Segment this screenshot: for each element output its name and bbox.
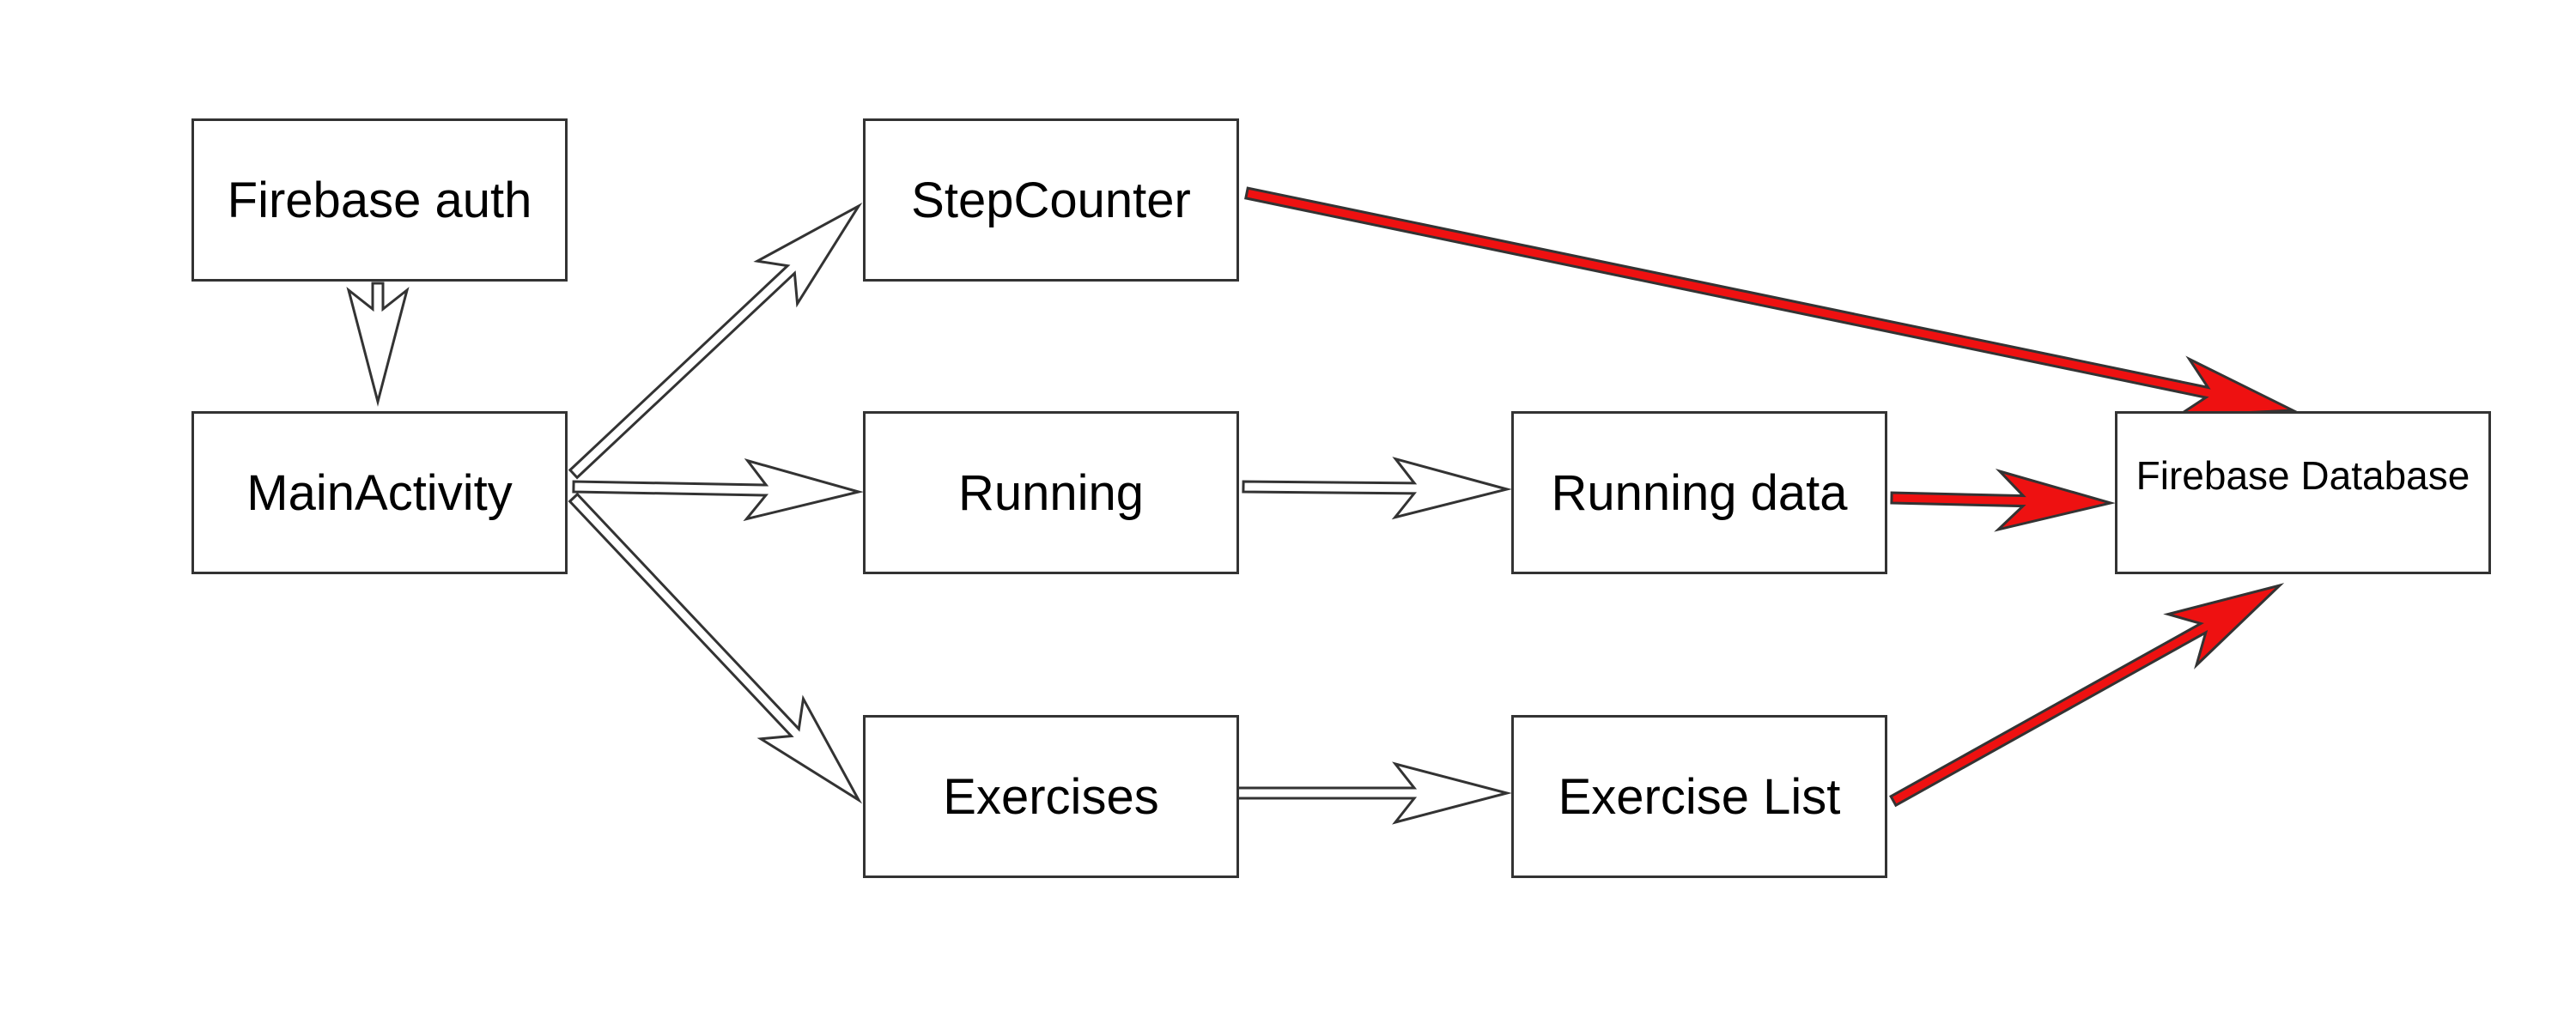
node-label-step-counter: StepCounter <box>911 172 1191 228</box>
node-main-activity: MainActivity <box>191 411 568 574</box>
arrow-firebase-auth-to-main-activity <box>346 282 410 407</box>
arrow-running-to-running-data <box>1242 457 1512 520</box>
node-step-counter: StepCounter <box>863 118 1239 282</box>
node-label-exercise-list: Exercise List <box>1558 768 1841 825</box>
arrow-running-data-to-firebase-database <box>1890 469 2116 532</box>
node-firebase-auth: Firebase auth <box>191 118 568 282</box>
node-label-main-activity: MainActivity <box>246 464 513 521</box>
arrow-step-counter-to-firebase-database <box>1244 186 2298 418</box>
node-firebase-database: Firebase Database <box>2115 411 2491 574</box>
arrow-exercise-list-to-firebase-database <box>1889 583 2285 808</box>
node-label-running-data: Running data <box>1551 464 1848 521</box>
node-label-firebase-database: Firebase Database <box>2136 453 2470 498</box>
node-label-exercises: Exercises <box>943 768 1159 825</box>
node-running-data: Running data <box>1511 411 1887 574</box>
arrow-main-activity-to-exercises <box>568 492 863 804</box>
node-running: Running <box>863 411 1239 574</box>
node-exercises: Exercises <box>863 715 1239 878</box>
arrow-main-activity-to-step-counter <box>568 202 863 480</box>
arrow-main-activity-to-running <box>572 458 864 522</box>
node-exercise-list: Exercise List <box>1511 715 1887 878</box>
node-label-running: Running <box>957 464 1145 521</box>
node-label-firebase-auth: Firebase auth <box>227 172 532 228</box>
arrow-exercises-to-exercise-list <box>1235 761 1512 825</box>
